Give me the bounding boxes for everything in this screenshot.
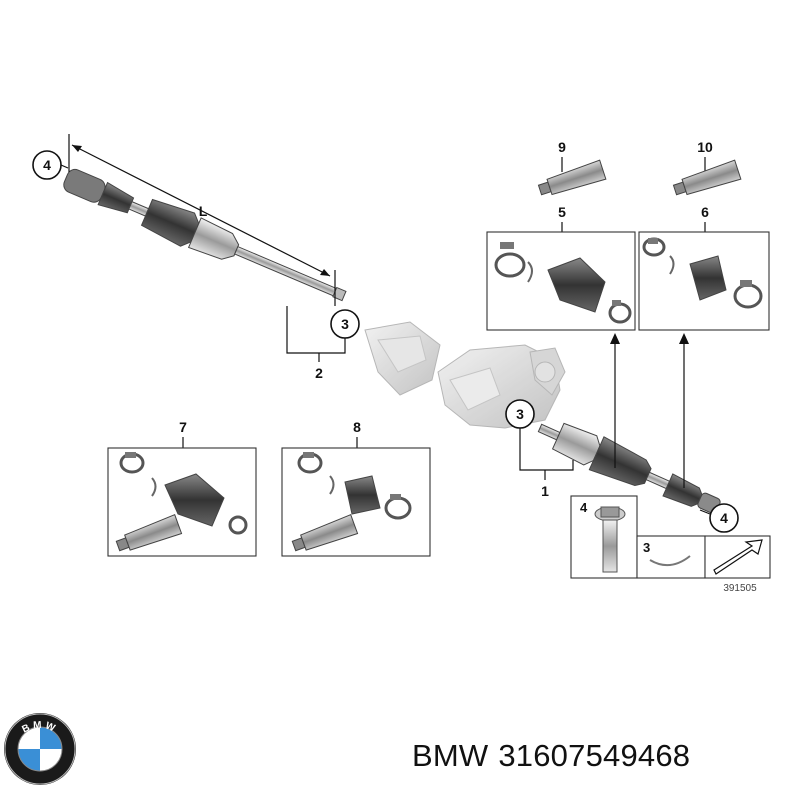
callout-4-right: 4 bbox=[699, 503, 739, 533]
right-drive-shaft bbox=[537, 422, 721, 514]
callout-4-left: 4 bbox=[32, 150, 69, 180]
leader-arrows bbox=[610, 333, 689, 488]
grease-tube-10: 10 bbox=[672, 139, 742, 196]
svg-text:6: 6 bbox=[701, 204, 709, 220]
svg-text:5: 5 bbox=[558, 204, 566, 220]
svg-text:3: 3 bbox=[516, 406, 524, 422]
svg-text:8: 8 bbox=[353, 419, 361, 435]
callout-3-lower: 3 bbox=[505, 399, 535, 429]
bmw-logo: BMW bbox=[4, 713, 76, 785]
part-caption: BMW 31607549468 bbox=[412, 738, 700, 774]
left-drive-shaft bbox=[63, 168, 347, 302]
kit-box-8: 8 bbox=[281, 419, 431, 557]
caption-part-number: 31607549468 bbox=[498, 738, 691, 773]
callout-3-upper: 3 bbox=[330, 309, 360, 339]
svg-text:4: 4 bbox=[580, 500, 588, 515]
svg-text:1: 1 bbox=[541, 483, 549, 499]
svg-text:BMW: BMW bbox=[20, 720, 59, 736]
svg-text:3: 3 bbox=[643, 540, 650, 555]
svg-text:4: 4 bbox=[720, 510, 728, 526]
svg-text:2: 2 bbox=[315, 365, 323, 381]
kit-box-7: 7 bbox=[107, 419, 257, 557]
caption-brand: BMW bbox=[412, 738, 489, 773]
grease-tube-9: 9 bbox=[537, 139, 607, 196]
hardware-box: 4 3 391505 bbox=[570, 495, 771, 594]
svg-text:7: 7 bbox=[179, 419, 187, 435]
svg-text:9: 9 bbox=[558, 139, 566, 155]
reference-number: 391505 bbox=[723, 583, 757, 594]
callout-2-bracket: 2 bbox=[286, 306, 346, 381]
dimension-label: L bbox=[199, 203, 208, 219]
dimension-l: L bbox=[68, 134, 336, 306]
svg-text:3: 3 bbox=[341, 316, 349, 332]
logo-text: BMW bbox=[20, 720, 56, 736]
kit-box-6: 6 bbox=[638, 204, 770, 331]
svg-text:4: 4 bbox=[43, 157, 51, 173]
transfer-case bbox=[364, 321, 566, 429]
callout-1-bracket: 1 bbox=[519, 428, 574, 499]
kit-box-5: 5 bbox=[486, 204, 636, 331]
svg-text:10: 10 bbox=[697, 139, 713, 155]
